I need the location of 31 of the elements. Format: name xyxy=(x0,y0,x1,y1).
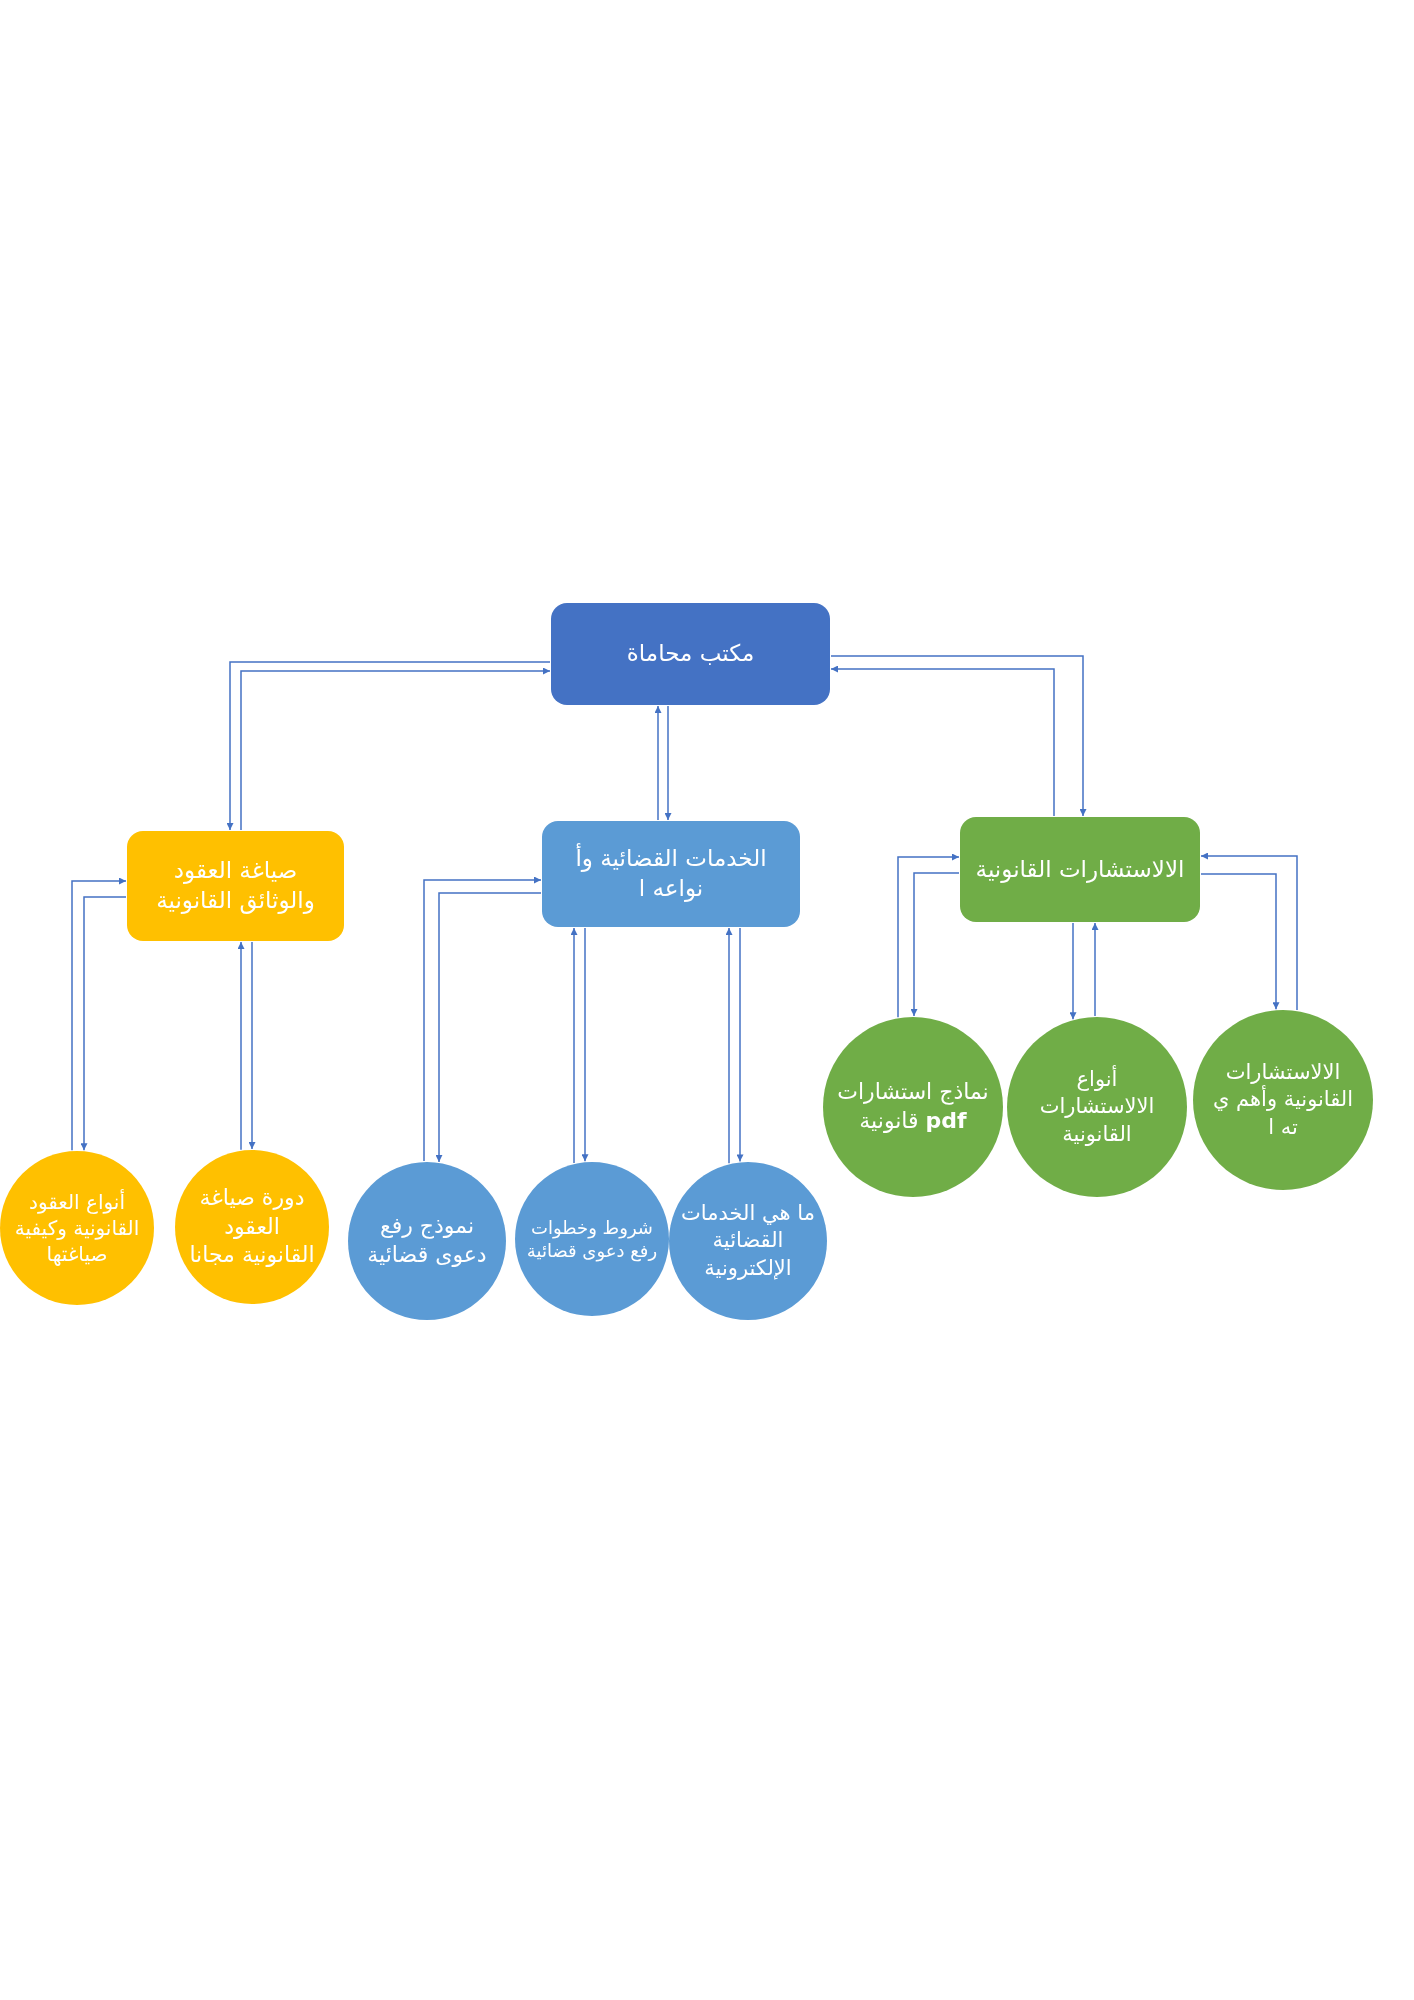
topic-circle: ما هي الخدمات القضائية الإلكترونية xyxy=(669,1162,827,1320)
arrow xyxy=(664,705,672,821)
topic-circle: الالاستشارات القانونية وأهم ي ته ا xyxy=(1193,1010,1373,1190)
arrow xyxy=(435,892,542,1163)
arrow xyxy=(910,872,960,1017)
arrow xyxy=(1200,873,1280,1011)
process-box: الالاستشارات القانونية xyxy=(960,817,1200,922)
topic-circle: دورة صياغة العقود القانونية مجانا xyxy=(175,1150,329,1304)
arrow xyxy=(830,655,1087,817)
topic-circle: أنواع الالاستشارات القانونية xyxy=(1007,1017,1187,1197)
arrow xyxy=(736,927,744,1163)
arrow xyxy=(71,877,127,1151)
topic-circle: شروط وخطوات رفع دعوى قضائية xyxy=(515,1162,669,1316)
arrow xyxy=(423,876,542,1162)
topic-circle: نموذج رفع دعوى قضائية xyxy=(348,1162,506,1320)
process-box: صياغة العقود والوثائق القانونية xyxy=(127,831,344,941)
arrow xyxy=(1069,922,1077,1020)
arrow xyxy=(1200,852,1298,1011)
arrow xyxy=(570,927,578,1164)
arrow xyxy=(897,853,960,1018)
process-box: مكتب محاماة xyxy=(551,603,830,705)
topic-circle: أنواع العقود القانونية وكيفية صياغتها xyxy=(0,1151,154,1305)
arrow xyxy=(830,665,1055,817)
arrow xyxy=(654,705,662,821)
arrow xyxy=(725,927,733,1165)
arrow xyxy=(248,941,256,1150)
process-box: الخدمات القضائية وأ نواعه ا xyxy=(542,821,800,927)
arrow xyxy=(80,896,127,1152)
arrow xyxy=(581,927,589,1163)
arrow xyxy=(237,941,245,1151)
arrow xyxy=(1091,922,1099,1017)
